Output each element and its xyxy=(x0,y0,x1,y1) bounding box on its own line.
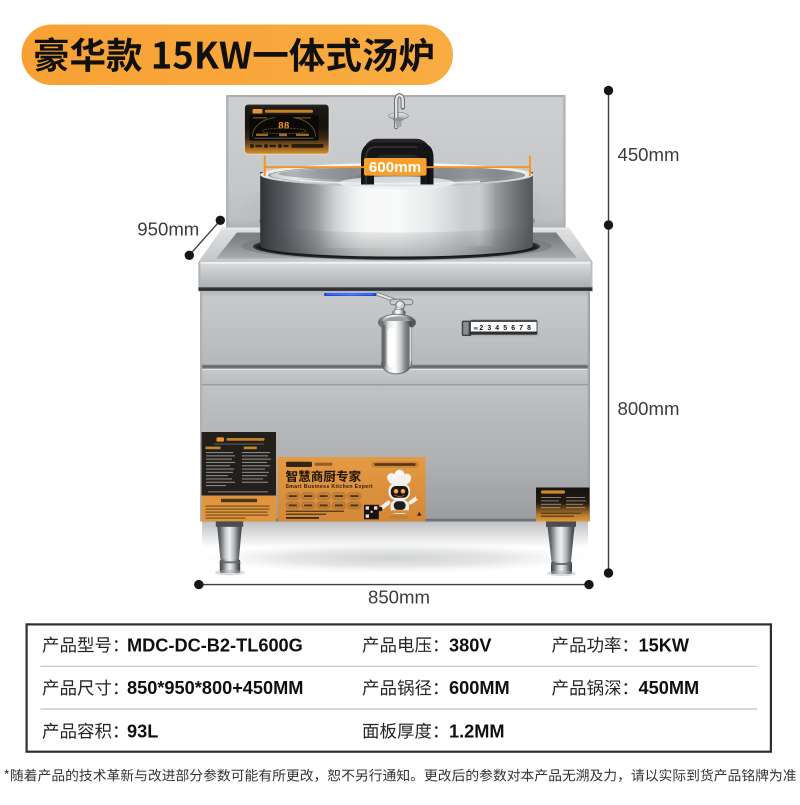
svg-text:950mm: 950mm xyxy=(137,219,199,240)
svg-text:600MM: 600MM xyxy=(449,678,510,698)
svg-text:1.2MM: 1.2MM xyxy=(449,721,505,741)
svg-text:Smart Business Kitchen Expert: Smart Business Kitchen Expert xyxy=(286,484,373,490)
svg-text:5: 5 xyxy=(503,325,507,332)
svg-text:850*950*800+450MM: 850*950*800+450MM xyxy=(127,678,303,698)
svg-text:380V: 380V xyxy=(449,635,491,655)
svg-text:450mm: 450mm xyxy=(618,144,680,165)
svg-text:88: 88 xyxy=(474,327,478,331)
svg-text:15KW: 15KW xyxy=(639,635,690,655)
svg-text:7: 7 xyxy=(519,325,523,332)
svg-text:8: 8 xyxy=(527,325,531,332)
svg-text:800mm: 800mm xyxy=(618,398,680,419)
svg-text:3: 3 xyxy=(487,325,491,332)
svg-text:4: 4 xyxy=(495,325,499,332)
svg-text:88: 88 xyxy=(278,121,290,132)
svg-text:2: 2 xyxy=(479,325,483,332)
svg-text:MDC-DC-B2-TL600G: MDC-DC-B2-TL600G xyxy=(127,635,303,655)
svg-text:600mm: 600mm xyxy=(369,159,421,176)
svg-text:93L: 93L xyxy=(127,721,158,741)
svg-text:6: 6 xyxy=(511,325,515,332)
svg-text:450MM: 450MM xyxy=(639,678,700,698)
svg-text:850mm: 850mm xyxy=(368,587,430,608)
